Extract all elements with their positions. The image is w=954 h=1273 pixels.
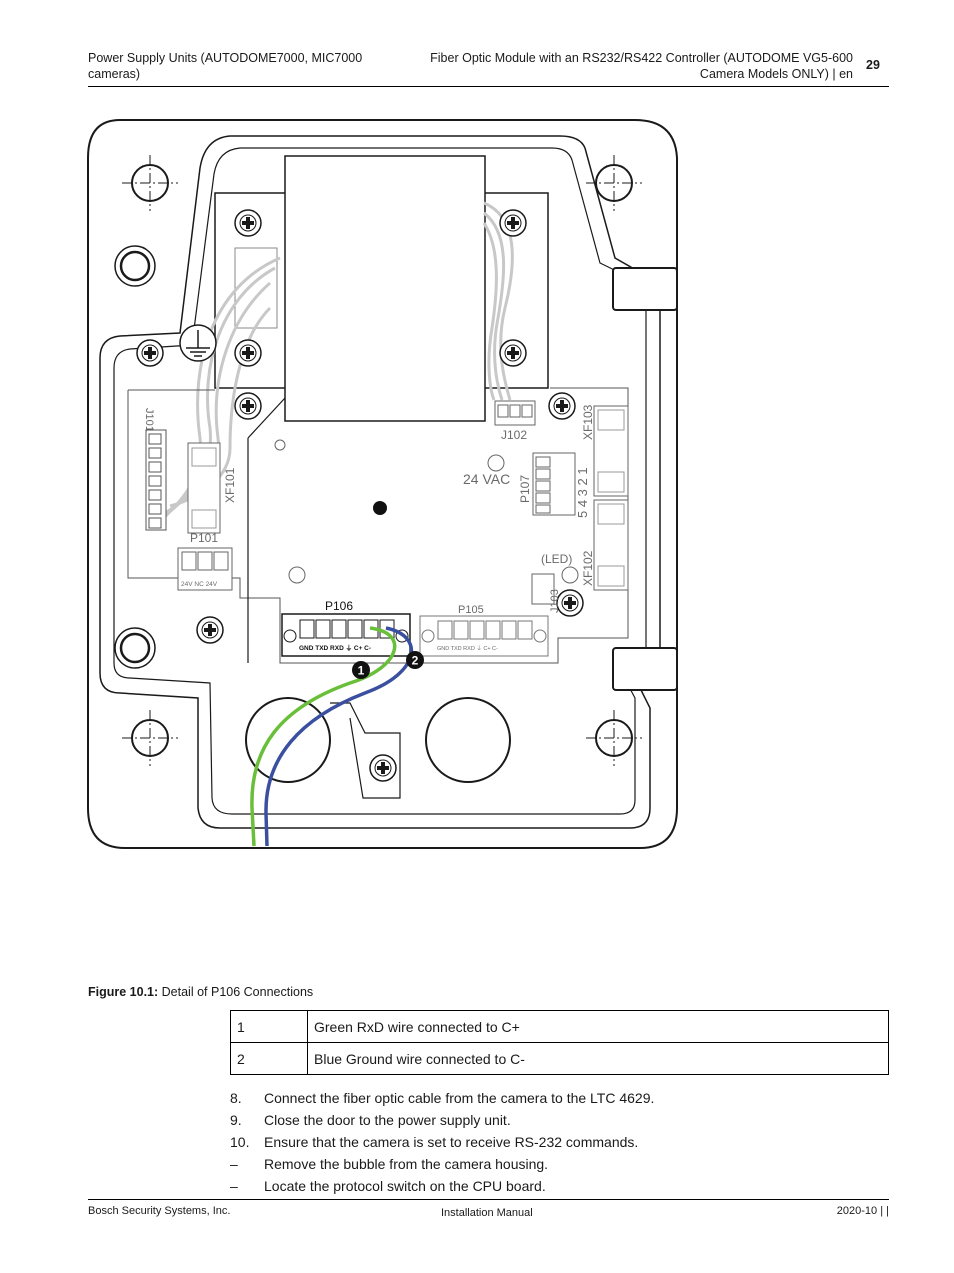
header-chapter-title: Fiber Optic Module with an RS232/RS422 C… [430, 51, 853, 81]
step-text: Close the door to the power supply unit. [264, 1112, 511, 1128]
p101-label: P101 [190, 531, 218, 545]
p106-label: P106 [325, 599, 353, 613]
j101-label: J101 [143, 408, 155, 432]
list-item: – Remove the bubble from the camera hous… [230, 1153, 890, 1175]
callout-1: 1 [358, 664, 365, 678]
step-marker: 8. [230, 1090, 242, 1106]
xf101-label: XF101 [223, 467, 237, 503]
xf102-label: XF102 [581, 550, 595, 586]
step-text: Ensure that the camera is set to receive… [264, 1134, 639, 1150]
figure-caption: Figure 10.1: Detail of P106 Connections [88, 985, 313, 999]
header-section-title: Power Supply Units (AUTODOME7000, MIC700… [88, 51, 363, 81]
step-text: Remove the bubble from the camera housin… [264, 1156, 549, 1172]
legend-text: Blue Ground wire connected to C- [307, 1042, 889, 1075]
list-item: 10. Ensure that the camera is set to rec… [230, 1131, 890, 1153]
p107-numbers: 5 4 3 2 1 [575, 467, 590, 518]
figure-caption-label: Figure 10.1: [88, 985, 159, 999]
j103-label: J103 [549, 589, 561, 613]
instruction-steps: 8. Connect the fiber optic cable from th… [230, 1087, 890, 1197]
step-text: Connect the fiber optic cable from the c… [264, 1090, 655, 1106]
p106-wiring-diagram: J101 XF101 P101 24V NC 24V J102 XF103 XF… [80, 108, 690, 868]
table-row: 1 Green RxD wire connected to C+ [230, 1010, 889, 1043]
p101-pin-labels: 24V NC 24V [181, 581, 218, 588]
step-marker: – [230, 1156, 238, 1172]
p105-pin-labels: GND TXD RXD ⏚ C+ C- [437, 645, 498, 652]
step-marker: – [230, 1178, 238, 1194]
vac-label: 24 VAC [463, 471, 510, 487]
footer-document-title: Installation Manual [441, 1207, 533, 1219]
callout-legend-table: 1 Green RxD wire connected to C+ 2 Blue … [230, 1010, 889, 1075]
p105-label: P105 [458, 604, 484, 616]
header-rule [88, 86, 889, 87]
list-item: 9. Close the door to the power supply un… [230, 1109, 890, 1131]
p106-pin-labels: GND TXD RXD ⏚ C+ C- [299, 644, 371, 652]
legend-text: Green RxD wire connected to C+ [307, 1010, 889, 1043]
legend-number: 1 [230, 1010, 308, 1043]
legend-number: 2 [230, 1042, 308, 1075]
step-text: Locate the protocol switch on the CPU bo… [264, 1178, 546, 1194]
list-item: – Locate the protocol switch on the CPU … [230, 1175, 890, 1197]
callout-2: 2 [412, 654, 419, 668]
figure-caption-text: Detail of P106 Connections [161, 985, 314, 999]
led-label: (LED) [541, 552, 572, 566]
xf103-label: XF103 [581, 404, 595, 440]
footer-rule [88, 1199, 889, 1200]
page-number: 29 [866, 58, 880, 72]
footer-date: 2020-10 | | [836, 1205, 889, 1217]
footer-company: Bosch Security Systems, Inc. [88, 1205, 231, 1217]
step-marker: 10. [230, 1134, 250, 1150]
step-marker: 9. [230, 1112, 242, 1128]
table-row: 2 Blue Ground wire connected to C- [230, 1042, 889, 1075]
list-item: 8. Connect the fiber optic cable from th… [230, 1087, 890, 1109]
p107-label: P107 [518, 475, 532, 503]
j102-label: J102 [501, 428, 527, 442]
